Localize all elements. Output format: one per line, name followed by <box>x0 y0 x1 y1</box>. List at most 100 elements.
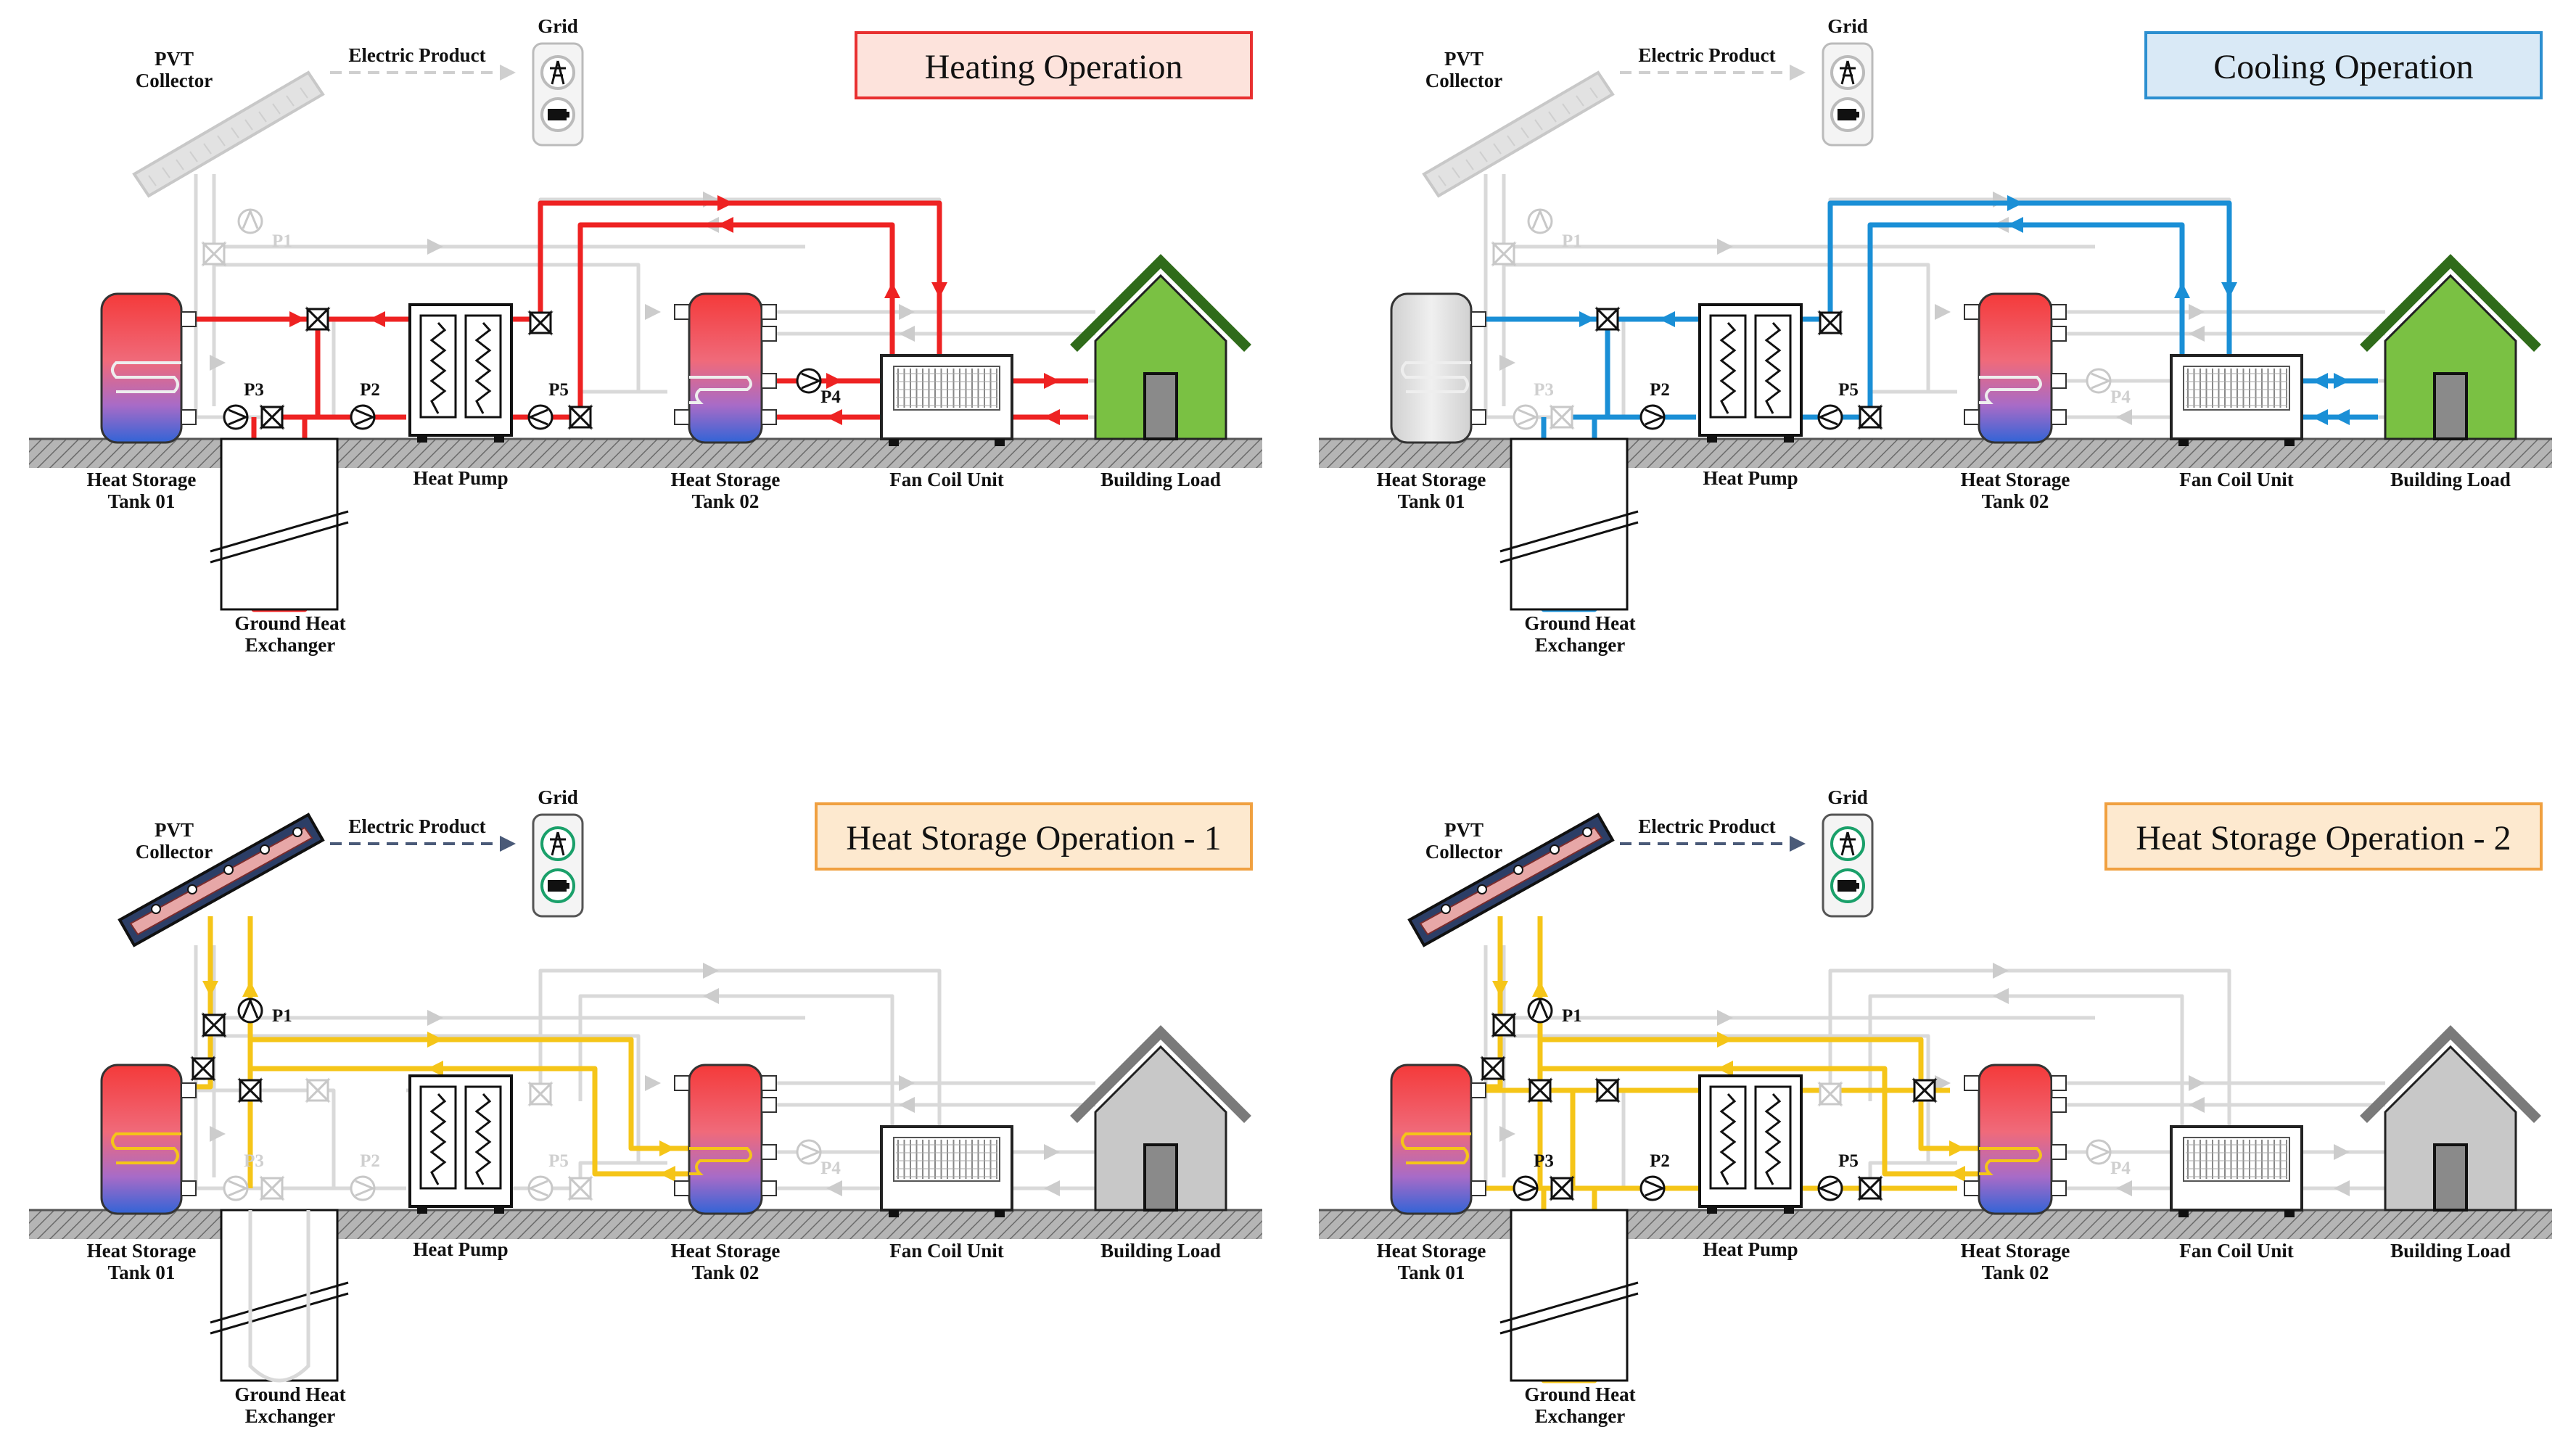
pvt-rib <box>1493 143 1502 155</box>
pvt-rib <box>1521 127 1529 139</box>
heat-pump-zigzag <box>1764 321 1782 414</box>
pvt-absorber <box>1419 826 1603 936</box>
flow-arrow <box>427 239 443 255</box>
tank2-label: Heat Storage <box>1961 1240 2070 1262</box>
pump-icon <box>2086 1139 2112 1165</box>
flow-arrow <box>2189 326 2205 342</box>
flow-arrow <box>202 981 218 997</box>
flow-arrow <box>1717 1010 1733 1026</box>
tank1-label: Heat Storage <box>87 1240 197 1262</box>
flow-arrow <box>500 836 516 852</box>
grid-icon <box>1822 813 1874 918</box>
pvt-node <box>1582 827 1592 837</box>
flow-arrow <box>1499 1126 1515 1142</box>
heat-pump-zigzag <box>474 1093 492 1185</box>
pvt-absorber <box>129 826 313 936</box>
flow-arrow <box>659 1140 675 1156</box>
valve-icon <box>1594 306 1621 332</box>
pylon-icon <box>1830 826 1865 861</box>
break-line <box>1499 521 1639 564</box>
pvt-label: Collector <box>1425 70 1502 91</box>
pvt-rib <box>244 119 253 131</box>
heat-pump <box>1698 1074 1803 1214</box>
house-body <box>1094 273 1227 440</box>
tank-port <box>2051 373 2067 389</box>
house-roof <box>2360 1025 2541 1123</box>
pipe <box>196 1088 336 1190</box>
pump-triangle <box>801 372 822 390</box>
heat-pump-coil <box>1709 1085 1747 1190</box>
battery-icon <box>1838 109 1856 120</box>
valve-icon <box>1857 404 1883 430</box>
tank-port <box>1964 304 1980 320</box>
flow-arrow <box>1717 1061 1733 1077</box>
battery-icon <box>567 883 569 889</box>
tank-port <box>2051 1075 2067 1091</box>
pvt-rib <box>189 151 198 163</box>
heat-storage-tank-01 <box>100 1064 197 1215</box>
building-load <box>1070 254 1251 440</box>
valve-icon <box>1549 404 1575 430</box>
building-label: Building Load <box>2390 1240 2511 1262</box>
flow-arrow <box>2334 1144 2350 1160</box>
heat-pump-label: Heat Pump <box>1703 1238 1798 1260</box>
heat-pump-label: Heat Pump <box>413 1238 508 1260</box>
valve-body <box>1527 1079 1553 1102</box>
flow-arrow <box>1579 311 1595 327</box>
tank-coil <box>111 361 181 393</box>
valve-body <box>1817 311 1843 334</box>
pump-icon <box>350 1175 376 1201</box>
valve-icon <box>237 1077 263 1103</box>
flow-arrow <box>826 409 842 425</box>
heat-pump-label: Heat Pump <box>413 467 508 489</box>
building-label: Building Load <box>1100 469 1221 490</box>
grid-icon <box>532 42 584 147</box>
pvt-node <box>260 844 270 855</box>
valve-icon <box>567 1175 593 1201</box>
pylon-icon <box>550 831 566 856</box>
pipe <box>1868 994 2184 1130</box>
valve-body <box>1594 1079 1621 1102</box>
p5-label: P5 <box>548 1151 569 1171</box>
ground-heat-exchanger <box>1510 437 1629 611</box>
tank-coil <box>1979 1147 2042 1175</box>
flow-arrow <box>2189 1075 2205 1091</box>
pipe <box>1486 317 1626 419</box>
pvt-rib <box>1479 151 1488 163</box>
tank2-label: Tank 02 <box>1982 1262 2049 1283</box>
pvt-rib <box>203 143 212 155</box>
pvt-label: Collector <box>136 841 213 863</box>
heat-storage-tank-02 <box>674 292 777 444</box>
flow-arrow <box>2312 409 2328 425</box>
pvt-rib <box>217 135 226 147</box>
flow-arrow <box>1044 373 1060 389</box>
fan-coil-foot <box>995 439 1005 446</box>
building-load <box>1070 1025 1251 1212</box>
pipe <box>1486 1088 1626 1190</box>
tank-port <box>2051 304 2067 320</box>
tank-port <box>761 409 777 425</box>
flow-arrow <box>1790 65 1806 81</box>
fan-coil-label: Fan Coil Unit <box>889 1240 1004 1262</box>
pvt-node <box>1513 865 1523 875</box>
tank-port <box>1470 409 1486 425</box>
tank-port <box>761 1180 777 1196</box>
pvt-label: Collector <box>1425 841 1502 863</box>
tank-port <box>1470 311 1486 327</box>
ground-heat-exchanger <box>220 437 339 611</box>
flow-arrow <box>427 1061 443 1077</box>
tank-port <box>761 304 777 320</box>
pvt-label: PVT <box>155 48 194 70</box>
heat-pump <box>408 1074 513 1214</box>
pump-triangle <box>228 1180 249 1197</box>
pylon-icon <box>1840 60 1856 85</box>
heat-pump-foot <box>1707 435 1717 443</box>
pump-triangle <box>1817 1180 1838 1197</box>
fan-coil-unit <box>2170 354 2303 446</box>
electric-product-label: Electric Product <box>1638 815 1775 837</box>
pvt-node <box>223 865 234 875</box>
grid-label: Grid <box>1827 786 1868 808</box>
ground-heat-exchanger <box>1510 1209 1629 1382</box>
pump-triangle <box>2091 372 2112 390</box>
